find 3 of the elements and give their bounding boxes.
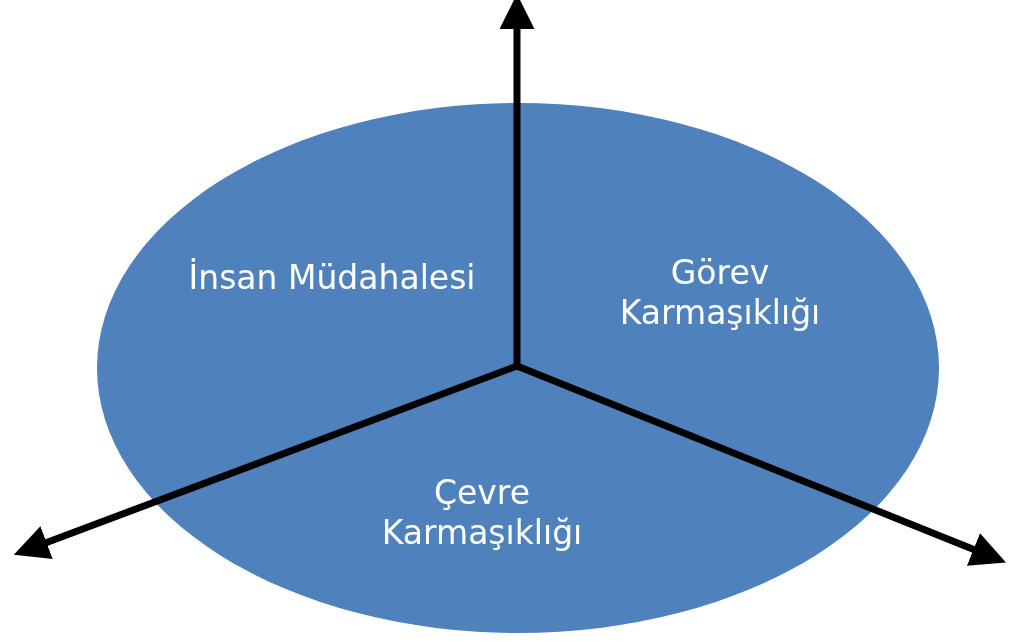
segment-label: Çevre Karmaşıklığı [380,473,584,553]
segment-label: İnsan Müdahalesi [187,258,477,298]
segment-label: Görev Karmaşıklığı [618,253,822,333]
